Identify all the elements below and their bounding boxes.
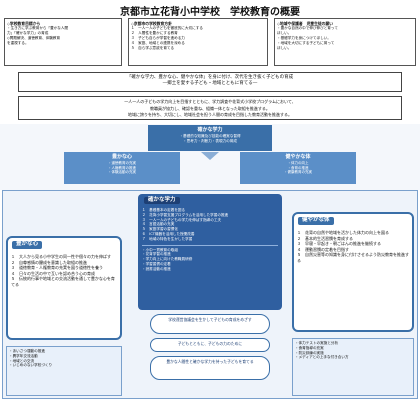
- hub-body-line: ・体力の向上: [287, 161, 309, 165]
- academic-item: ２ 花背小学習支援プログラムを活用した学習の推進: [142, 212, 229, 217]
- school-goal-line: 力」「確かな学力」の育成: [7, 31, 49, 35]
- oval-community: 学校運営協議会を生かして子どもの育成をめざす: [150, 314, 270, 334]
- heart-item: ３ 道徳教育・人権教育の充実を図り道徳性を養う: [11, 265, 103, 271]
- hub-body: 健やかな体 ・体力の向上 ・食育の推進 ・健康教育の充実: [240, 152, 356, 184]
- heart-sub-line: ・いじめのない学校づくり: [9, 363, 53, 368]
- academic-sub-line: ・花背学習の推進: [142, 252, 171, 257]
- city-policy-line: ５ 自ら学ぶ意欲を育てる: [131, 46, 175, 50]
- oval-children: 子どもとともに、子どもの力のために: [150, 338, 270, 352]
- body-item: １ 花背の自然や地域を活かした体力の向上を図る: [297, 230, 389, 235]
- city-policy-box: ◇京都市の学校教育方針 １ 一人一人の子どもを徹底的に大切にする ２ 人間性を豊…: [128, 18, 268, 66]
- vision-line: 「確かな学力、豊かな心、健やかな体」を身に付け、次代を生き抜く子どもの育成: [126, 75, 294, 80]
- heart-sub-line: ・異学年交流活動: [9, 353, 38, 358]
- community-wishes-line: ほしい。: [277, 46, 292, 50]
- hub-body-heading: 健やかな体: [285, 154, 311, 160]
- policy-line: 地域に誇りを持ち、大切にし、地域社会を担う人間の育成を目指した教育活動を推進する…: [128, 112, 292, 117]
- body-sub-line: ・防災訓練の実施: [295, 350, 324, 355]
- hub-heart-line: ・体験活動の充実: [108, 170, 136, 175]
- school-goal-line: ・生き方に学ぶ教育から「豊かな人間: [7, 26, 69, 30]
- hub-body-line: ・食育の推進: [287, 165, 309, 170]
- academic-panel: 確かな学力 １ 基礎基本の定着を図る ２ 花背小学習支援プログラムを活用した学習…: [138, 194, 282, 310]
- body-panel: 健やかな体 １ 花背の自然や地域を活かした体力の向上を図る ２ 基本的生活習慣を…: [292, 212, 414, 332]
- academic-item: ６ ICT機器を活用した授業改善: [142, 231, 195, 236]
- hub-body-line: ・健康教育の充実: [284, 170, 312, 175]
- hub-heart-line: ・人権教育の推進: [108, 165, 136, 170]
- heart-item: ４ 日々の生活の中で互いを認め合う心の育成: [11, 270, 95, 276]
- community-wishes-line: ・地域を大切にする子どもに育って: [277, 41, 335, 45]
- academic-sub-line: ・小中一貫教育の取組: [142, 247, 178, 252]
- community-wishes-box: ◇地域や保護者 児童生徒の願い ・豊かな自然の中で伸び伸びと育って ほしい。 ・…: [274, 18, 416, 66]
- heart-sub-line: ・あいさつ運動の推進: [9, 349, 45, 353]
- heart-item: １ 大人から見る小中学生の同一性や個々の力を伸ばす: [11, 254, 111, 259]
- hub-heart: 豊かな心 ・道徳教育の充実 ・人権教育の推進 ・体験活動の充実: [64, 152, 180, 184]
- body-sub-box: ・体力テストの実施と分析 ・食育指導の充実 ・防災訓練の実施 ・メディアとの上手…: [292, 338, 414, 396]
- vision-line: ―郷土を愛する子ども・地域とともに育てる―: [162, 81, 258, 86]
- heart-sub-line: ・地域との交流: [9, 358, 35, 363]
- heart-sub-box: ・あいさつ運動の推進 ・異学年交流活動 ・地域との交流 ・いじめのない学校づくり: [6, 346, 122, 396]
- page-title: 京都市立花背小中学校 学校教育の概要: [120, 7, 300, 18]
- academic-sub-line: ・学習習慣の定着: [142, 261, 171, 266]
- body-item: ３ 早寝・早起き・朝ごはんの推進を継続する: [297, 241, 381, 247]
- academic-item: ４ 言語活動の充実: [142, 222, 175, 227]
- school-goal-heading: ◇学校教育目標から: [7, 21, 41, 26]
- body-item: ２ 基本的生活習慣を育成する: [297, 235, 353, 241]
- city-policy-line: １ 一人一人の子どもを徹底的に大切にする: [131, 26, 203, 30]
- city-policy-heading: ◇京都市の学校教育方針: [131, 21, 172, 26]
- academic-sub-line: ・読書活動の推進: [142, 266, 171, 271]
- oval-goal: 豊かな人間性と確かな学力を持った子どもを育てる: [150, 356, 270, 380]
- hub-academic-line: ・基礎的な知識及び技能の確実な習得: [179, 134, 241, 138]
- heart-item: ２ 自尊感情の醸成を意識した取組の推進: [11, 259, 87, 265]
- heart-panel: 豊かな心 １ 大人から見る小中学生の同一性や個々の力を伸ばす ２ 自尊感情の醸成…: [6, 236, 122, 340]
- hub-academic-heading: 確かな学力: [197, 127, 223, 133]
- city-policy-line: ４ 家庭、地域との連携を深める: [131, 41, 185, 45]
- community-wishes-line: ・基礎学力を身につけてほしい。: [277, 36, 331, 40]
- academic-panel-label: 確かな学力: [144, 197, 180, 204]
- school-goal-line: ◇問題解決、道徳教育、体験教育: [7, 36, 61, 40]
- academic-item: １ 基礎基本の定着を図る: [142, 208, 186, 212]
- community-wishes-line: ほしい。: [277, 31, 292, 35]
- school-goal-box: ◇学校教育目標から ・生き方に学ぶ教育から「豊かな人間 力」「確かな学力」の育成…: [4, 18, 122, 66]
- school-goal-line: を重視する。: [7, 41, 29, 45]
- heart-panel-label: 豊かな心: [12, 241, 43, 249]
- body-panel-label: 健やかな体: [298, 217, 334, 225]
- body-item: ４ 運動習慣の定着を目指す: [297, 246, 349, 252]
- heart-item: ５ 伝統的行事や地域との交流活動を通して豊かな心を育てる: [11, 276, 115, 287]
- academic-item: ３ 一人一人の子どもの学力を伸ばす指導の工夫: [142, 217, 222, 222]
- body-sub-line: ・体力テストの実施と分析: [295, 341, 339, 345]
- body-sub-line: ・食育指導の充実: [295, 345, 324, 350]
- down-arrow-icon: [201, 152, 219, 160]
- academic-item: ７ 地域の特色を生かした学習: [142, 236, 193, 241]
- community-wishes-heading: ◇地域や保護者 児童生徒の願い: [277, 21, 334, 26]
- hub-academic: 確かな学力 ・基礎的な知識及び技能の確実な習得 ・思考力・判断力・表現力の育成: [148, 125, 272, 151]
- hub-heart-line: ・道徳教育の充実: [108, 161, 136, 165]
- hub-heart-heading: 豊かな心: [111, 154, 132, 160]
- policy-banner: 一人一人の子どもの学力向上を目指すとともに、学力調査や花背式小学校プログラムにお…: [18, 96, 402, 120]
- city-policy-line: ２ 人間性を豊かにする教育: [131, 31, 178, 35]
- community-wishes-line: ・豊かな自然の中で伸び伸びと育って: [277, 26, 338, 30]
- academic-item: ５ 家庭学習の習慣化: [142, 227, 178, 232]
- hub-academic-line: ・思考力・判断力・表現力の育成: [183, 138, 237, 143]
- city-policy-line: ３ 子ども自らが学習を進める力: [131, 36, 185, 40]
- policy-line: 教職員が協力し、確認を重ね、組織一体となった取組を推進する。: [150, 105, 270, 111]
- policy-line: 一人一人の子どもの学力向上を目指すとともに、学力調査や花背式小学校プログラムにお…: [124, 99, 296, 104]
- vision-banner: 「確かな学力、豊かな心、健やかな体」を身に付け、次代を生き抜く子どもの育成 ―郷…: [18, 72, 402, 92]
- academic-sub-line: ・学力向上に向けた教職員研修: [142, 257, 193, 262]
- body-item: ５ 自然災害等の知識を身に付けさせるよう防災教育を推進する: [297, 252, 409, 263]
- body-sub-line: ・メディアとの上手な付き合い方: [295, 355, 349, 360]
